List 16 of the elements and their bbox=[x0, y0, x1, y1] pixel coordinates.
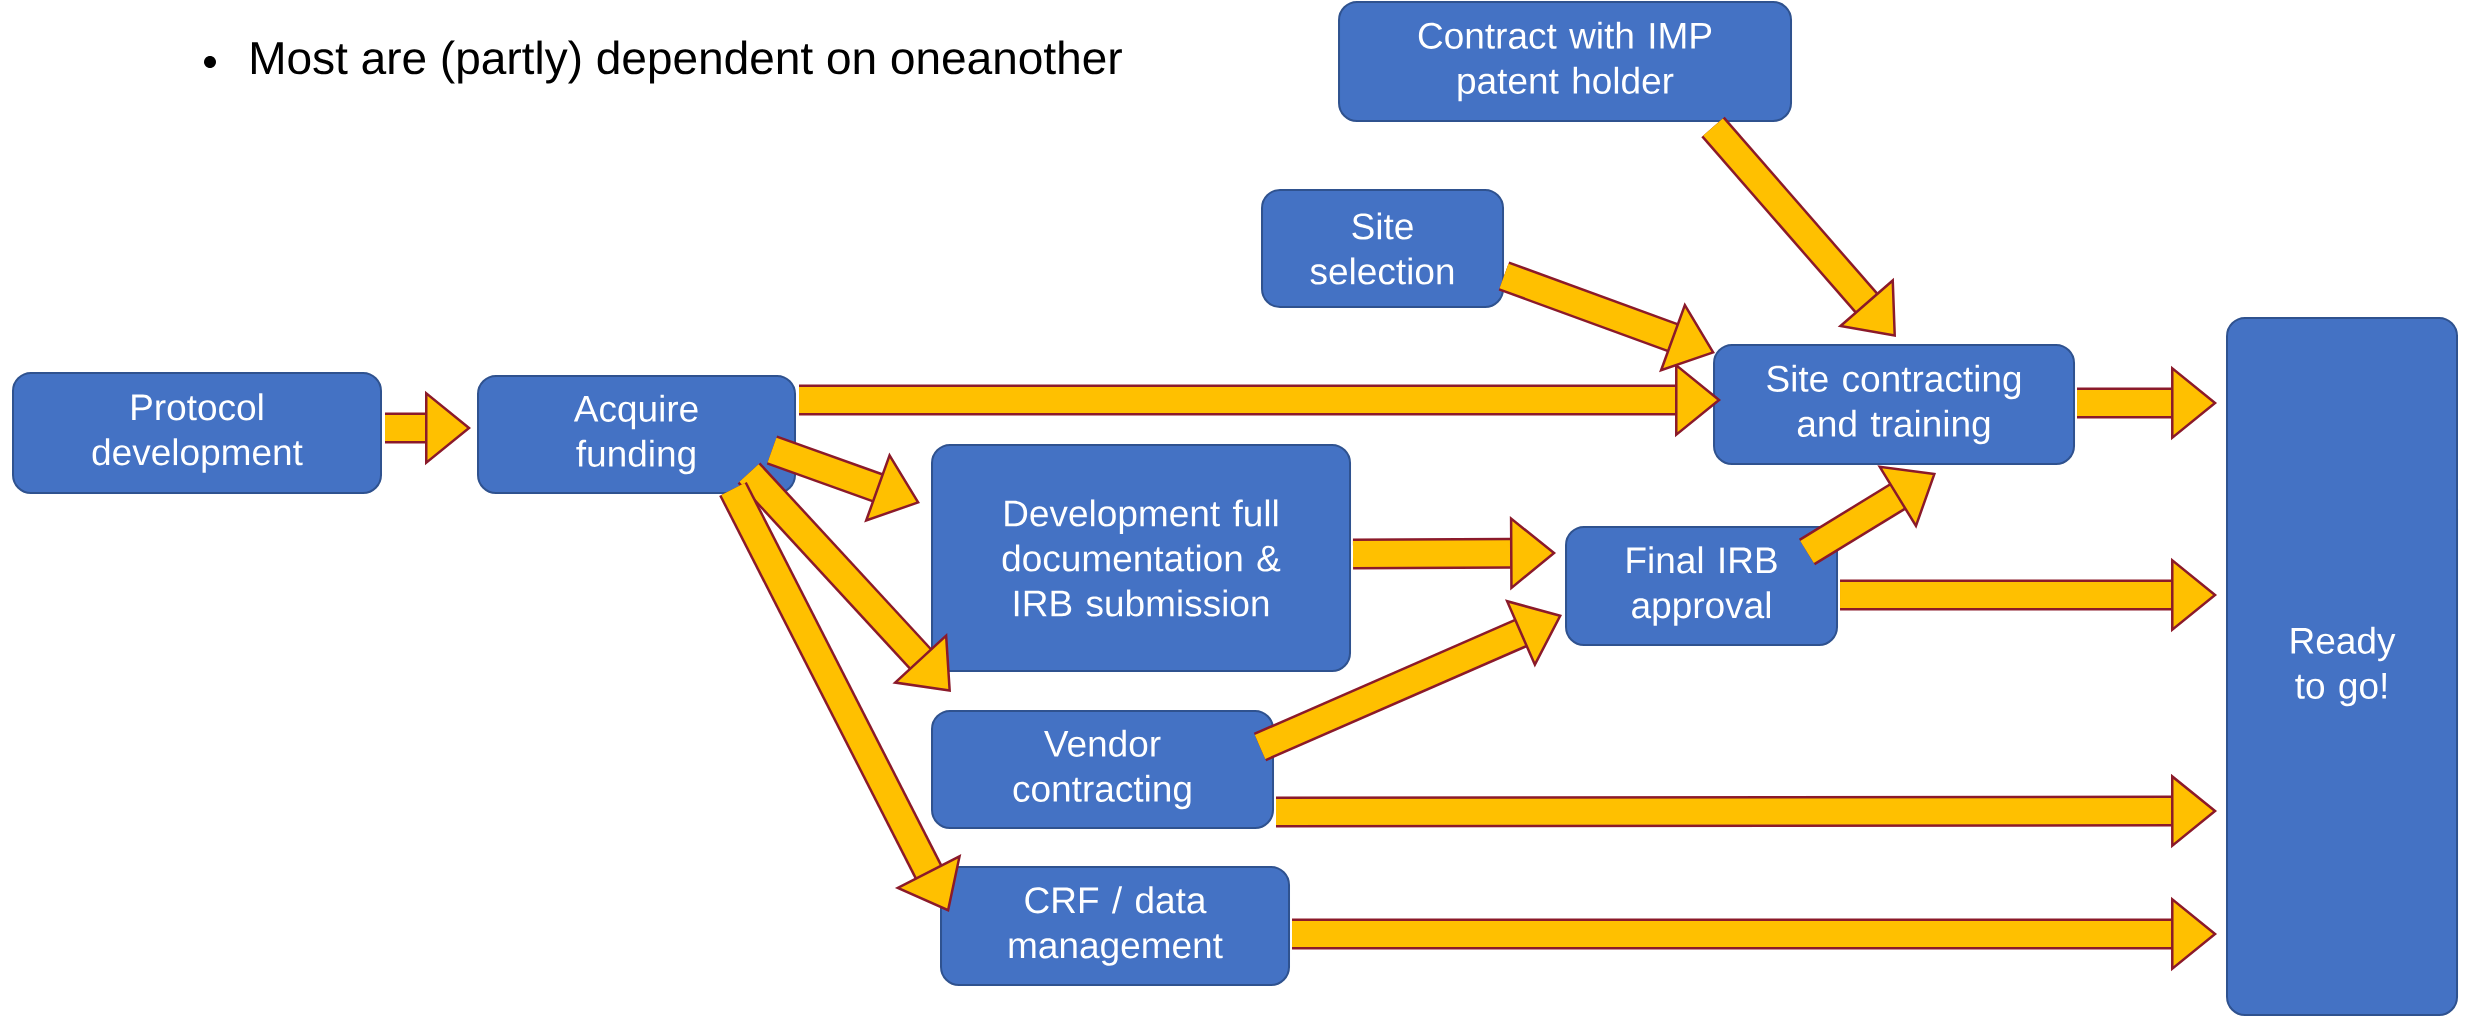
process-box: Vendor contracting bbox=[931, 710, 1274, 829]
process-box: CRF / data management bbox=[940, 866, 1290, 986]
process-box: Site contracting and training bbox=[1713, 344, 2076, 465]
block-arrow bbox=[1253, 599, 1562, 762]
process-box: Protocol development bbox=[12, 372, 382, 494]
process-box: Acquire funding bbox=[477, 375, 796, 494]
block-arrow bbox=[1798, 465, 1936, 566]
process-box: Final IRB approval bbox=[1565, 526, 1838, 646]
process-box: Site selection bbox=[1261, 189, 1504, 308]
block-arrow bbox=[1701, 116, 1896, 337]
block-arrow bbox=[719, 481, 962, 912]
bullet-text: Most are (partly) dependent on oneanother bbox=[252, 40, 1122, 84]
process-box: Development full documentation & IRB submission bbox=[931, 444, 1351, 672]
process-box: Contract with IMP patent holder bbox=[1338, 1, 1792, 122]
block-arrow bbox=[737, 462, 951, 692]
process-box: Ready to go! bbox=[2226, 317, 2459, 1016]
